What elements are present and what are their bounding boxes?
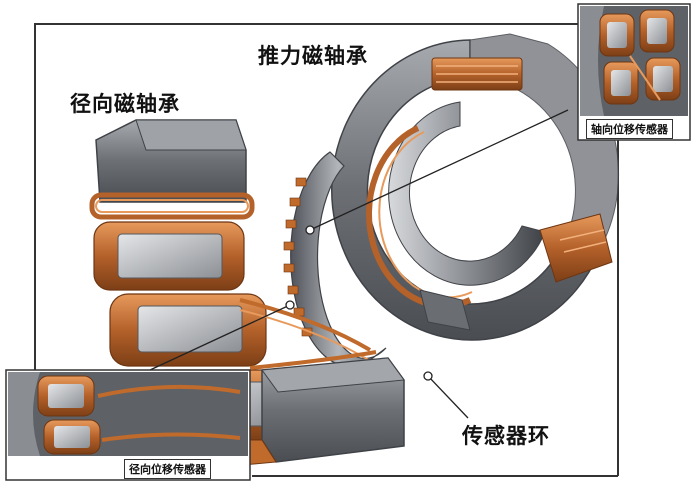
leader-lines [149, 109, 569, 419]
thrust-bearing-label: 推力磁轴承 [258, 43, 368, 68]
radial-bearing-label: 径向磁轴承 [70, 91, 180, 116]
axial-sensor-inset [577, 3, 691, 141]
figure-frame [34, 23, 579, 370]
radial-sensor-label: 径向位移传感器 [124, 459, 211, 479]
axial-sensor-label: 轴向位移传感器 [586, 119, 673, 139]
sensor-ring-label: 传感器环 [462, 423, 550, 448]
thrust-bearing [331, 33, 620, 341]
